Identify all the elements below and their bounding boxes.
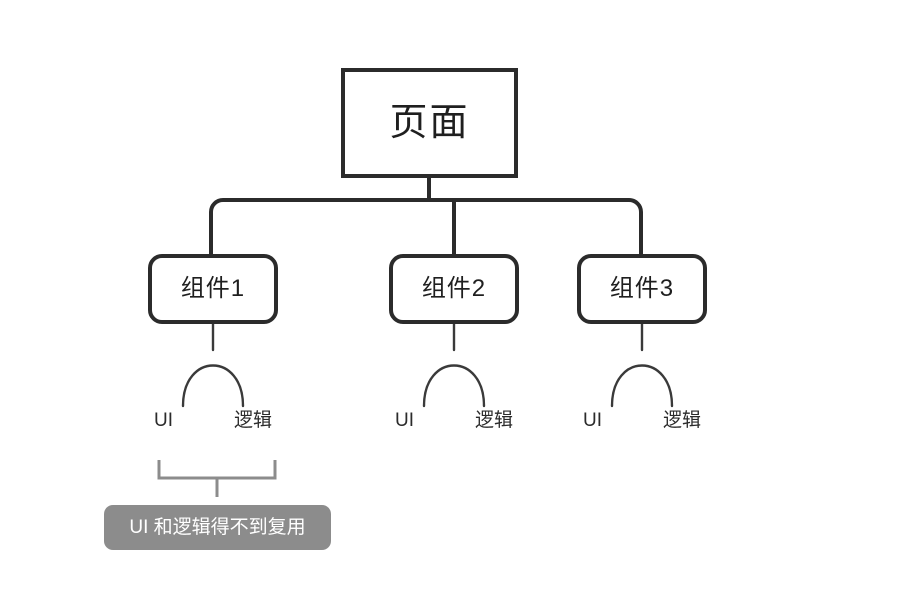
leaf-label-ui-3: UI [583,410,602,431]
annotation-callout-label: UI 和逻辑得不到复用 [129,517,306,538]
leaf-label-ui-1: UI [154,410,173,431]
leaf-label-logic-2: 逻辑 [474,410,513,431]
leaf-group-component-2: UI 逻辑 [389,411,519,430]
arch-curve-2 [422,364,486,408]
arch-curve-3 [610,364,674,408]
leaf-label-ui-2: UI [395,410,414,431]
wire-bus-left [209,198,429,254]
node-component-2[interactable]: 组件2 [389,254,519,324]
arch-curve-1 [181,364,245,408]
leaf-label-logic-1: 逻辑 [233,410,272,431]
leaf-group-component-3: UI 逻辑 [577,411,707,430]
node-component-1-label: 组件1 [180,275,246,302]
node-component-3[interactable]: 组件3 [577,254,707,324]
node-component-2-label: 组件2 [421,275,487,302]
node-page[interactable]: 页面 [341,68,518,178]
annotation-bracket [157,460,277,480]
leaf-label-logic-3: 逻辑 [662,410,701,431]
leaf-group-component-1: UI 逻辑 [148,411,278,430]
node-component-3-label: 组件3 [609,275,675,302]
node-page-label: 页面 [389,102,470,144]
node-component-1[interactable]: 组件1 [148,254,278,324]
annotation-callout: UI 和逻辑得不到复用 [104,505,331,550]
wire-bus-right [429,198,643,254]
